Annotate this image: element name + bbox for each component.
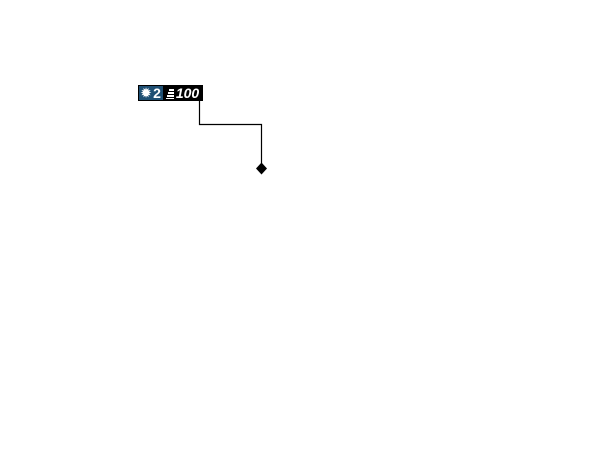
callout-label[interactable]: ✹ 2 100 (138, 85, 204, 101)
value-segment: 100 (162, 85, 203, 101)
count-value: 2 (153, 85, 161, 101)
value-text: 100 (175, 85, 200, 101)
lines-icon (165, 88, 174, 99)
gear-icon: ✹ (141, 86, 152, 100)
count-segment: ✹ 2 (139, 85, 163, 101)
marker-diamond[interactable] (256, 162, 267, 175)
leader-line (198, 101, 263, 165)
